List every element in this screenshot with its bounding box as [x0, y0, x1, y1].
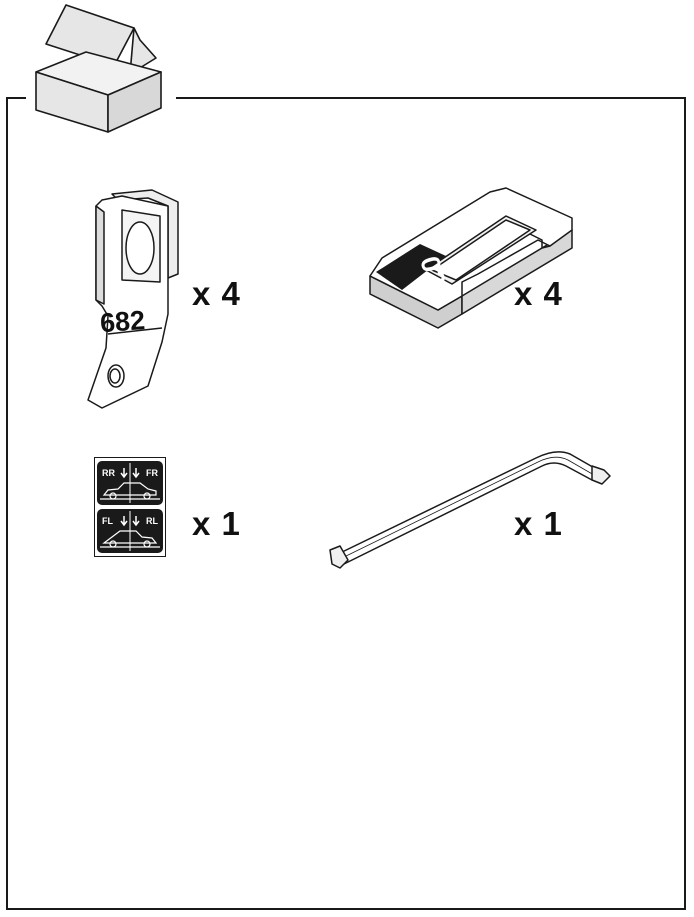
sticker-label-rr: RR	[102, 468, 115, 478]
car-silhouette-icon	[100, 530, 160, 548]
sticker-quantity: x 1	[192, 505, 241, 542]
bracket-682-illustration: 682	[82, 186, 192, 416]
open-box-icon	[26, 0, 176, 135]
torx-key-illustration	[326, 440, 622, 576]
sticker-label-fr: FR	[146, 468, 158, 478]
spacer-quantity: x 4	[514, 275, 563, 312]
contents-frame	[6, 97, 686, 910]
bracket-number: 682	[99, 305, 146, 338]
position-sticker-sheet: RR FR FL RL	[94, 457, 166, 557]
sticker-label-rl: RL	[146, 516, 158, 526]
torx-key-quantity: x 1	[514, 505, 563, 542]
spacer-02-illustration: 02	[366, 186, 586, 336]
sticker-label-fl: FL	[102, 516, 113, 526]
bracket-quantity: x 4	[192, 275, 241, 312]
car-silhouette-icon	[100, 482, 160, 500]
